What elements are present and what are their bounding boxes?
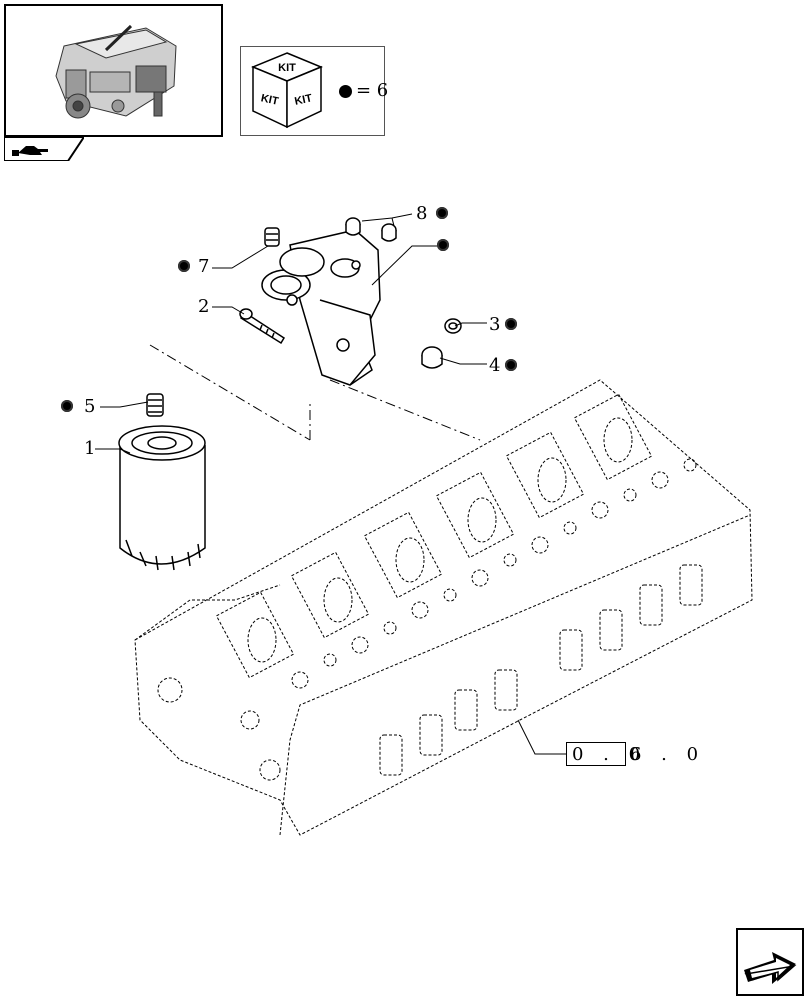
plug-part xyxy=(264,227,280,247)
kit-dot-8-icon xyxy=(436,207,448,219)
reference-box[interactable] xyxy=(566,742,626,766)
leader-lines xyxy=(95,213,566,755)
oil-filter-part xyxy=(118,425,206,571)
callout-5-label[interactable]: 5 xyxy=(84,396,96,417)
plug-4-part xyxy=(421,346,443,369)
kit-label-right: KIT xyxy=(293,92,313,107)
callout-4-label[interactable]: 4 xyxy=(489,355,501,376)
nipple-part xyxy=(146,393,164,417)
kit-dot-icon xyxy=(339,84,352,98)
callout-8-label[interactable]: 8 xyxy=(416,203,428,224)
hand-pointer-icon xyxy=(12,146,48,156)
engine-thumbnail-icon xyxy=(55,24,177,119)
callout-3-label[interactable]: 3 xyxy=(489,314,501,335)
kit-dot-4-icon xyxy=(505,359,517,371)
kit-dot-7-icon xyxy=(178,260,190,272)
kit-label-left: KIT xyxy=(260,92,280,107)
engine-thumbnail[interactable] xyxy=(4,4,223,137)
callout-2-label[interactable]: 2 xyxy=(198,296,210,317)
kit-label-top: KIT xyxy=(278,62,296,74)
filter-head-part xyxy=(261,229,381,386)
kit-box-icon: KIT KIT KIT xyxy=(251,52,323,129)
reference-boxed-text: 0 . 0 xyxy=(572,744,648,765)
screw-part xyxy=(239,308,286,345)
next-page-button[interactable] xyxy=(736,928,804,996)
kit-equals-text: = 6 xyxy=(356,80,389,101)
kit-dot-6-icon xyxy=(437,239,449,251)
reference-rest-text: 6 . 0 xyxy=(630,744,706,765)
washer-part xyxy=(444,318,462,334)
alignment-lines xyxy=(149,344,481,441)
cylinder-head-phantom xyxy=(134,379,753,836)
kit-legend: KIT KIT KIT = 6 xyxy=(240,46,388,136)
kit-dot-3-icon xyxy=(505,318,517,330)
cap-parts xyxy=(345,217,397,242)
callout-7-label[interactable]: 7 xyxy=(198,256,210,277)
callout-1-label[interactable]: 1 xyxy=(84,438,96,459)
kit-quantity: = 6 xyxy=(339,80,388,101)
hand-pointer-tab[interactable] xyxy=(4,137,84,161)
kit-dot-5-icon xyxy=(61,400,73,412)
next-page-arrow-icon xyxy=(744,952,797,984)
